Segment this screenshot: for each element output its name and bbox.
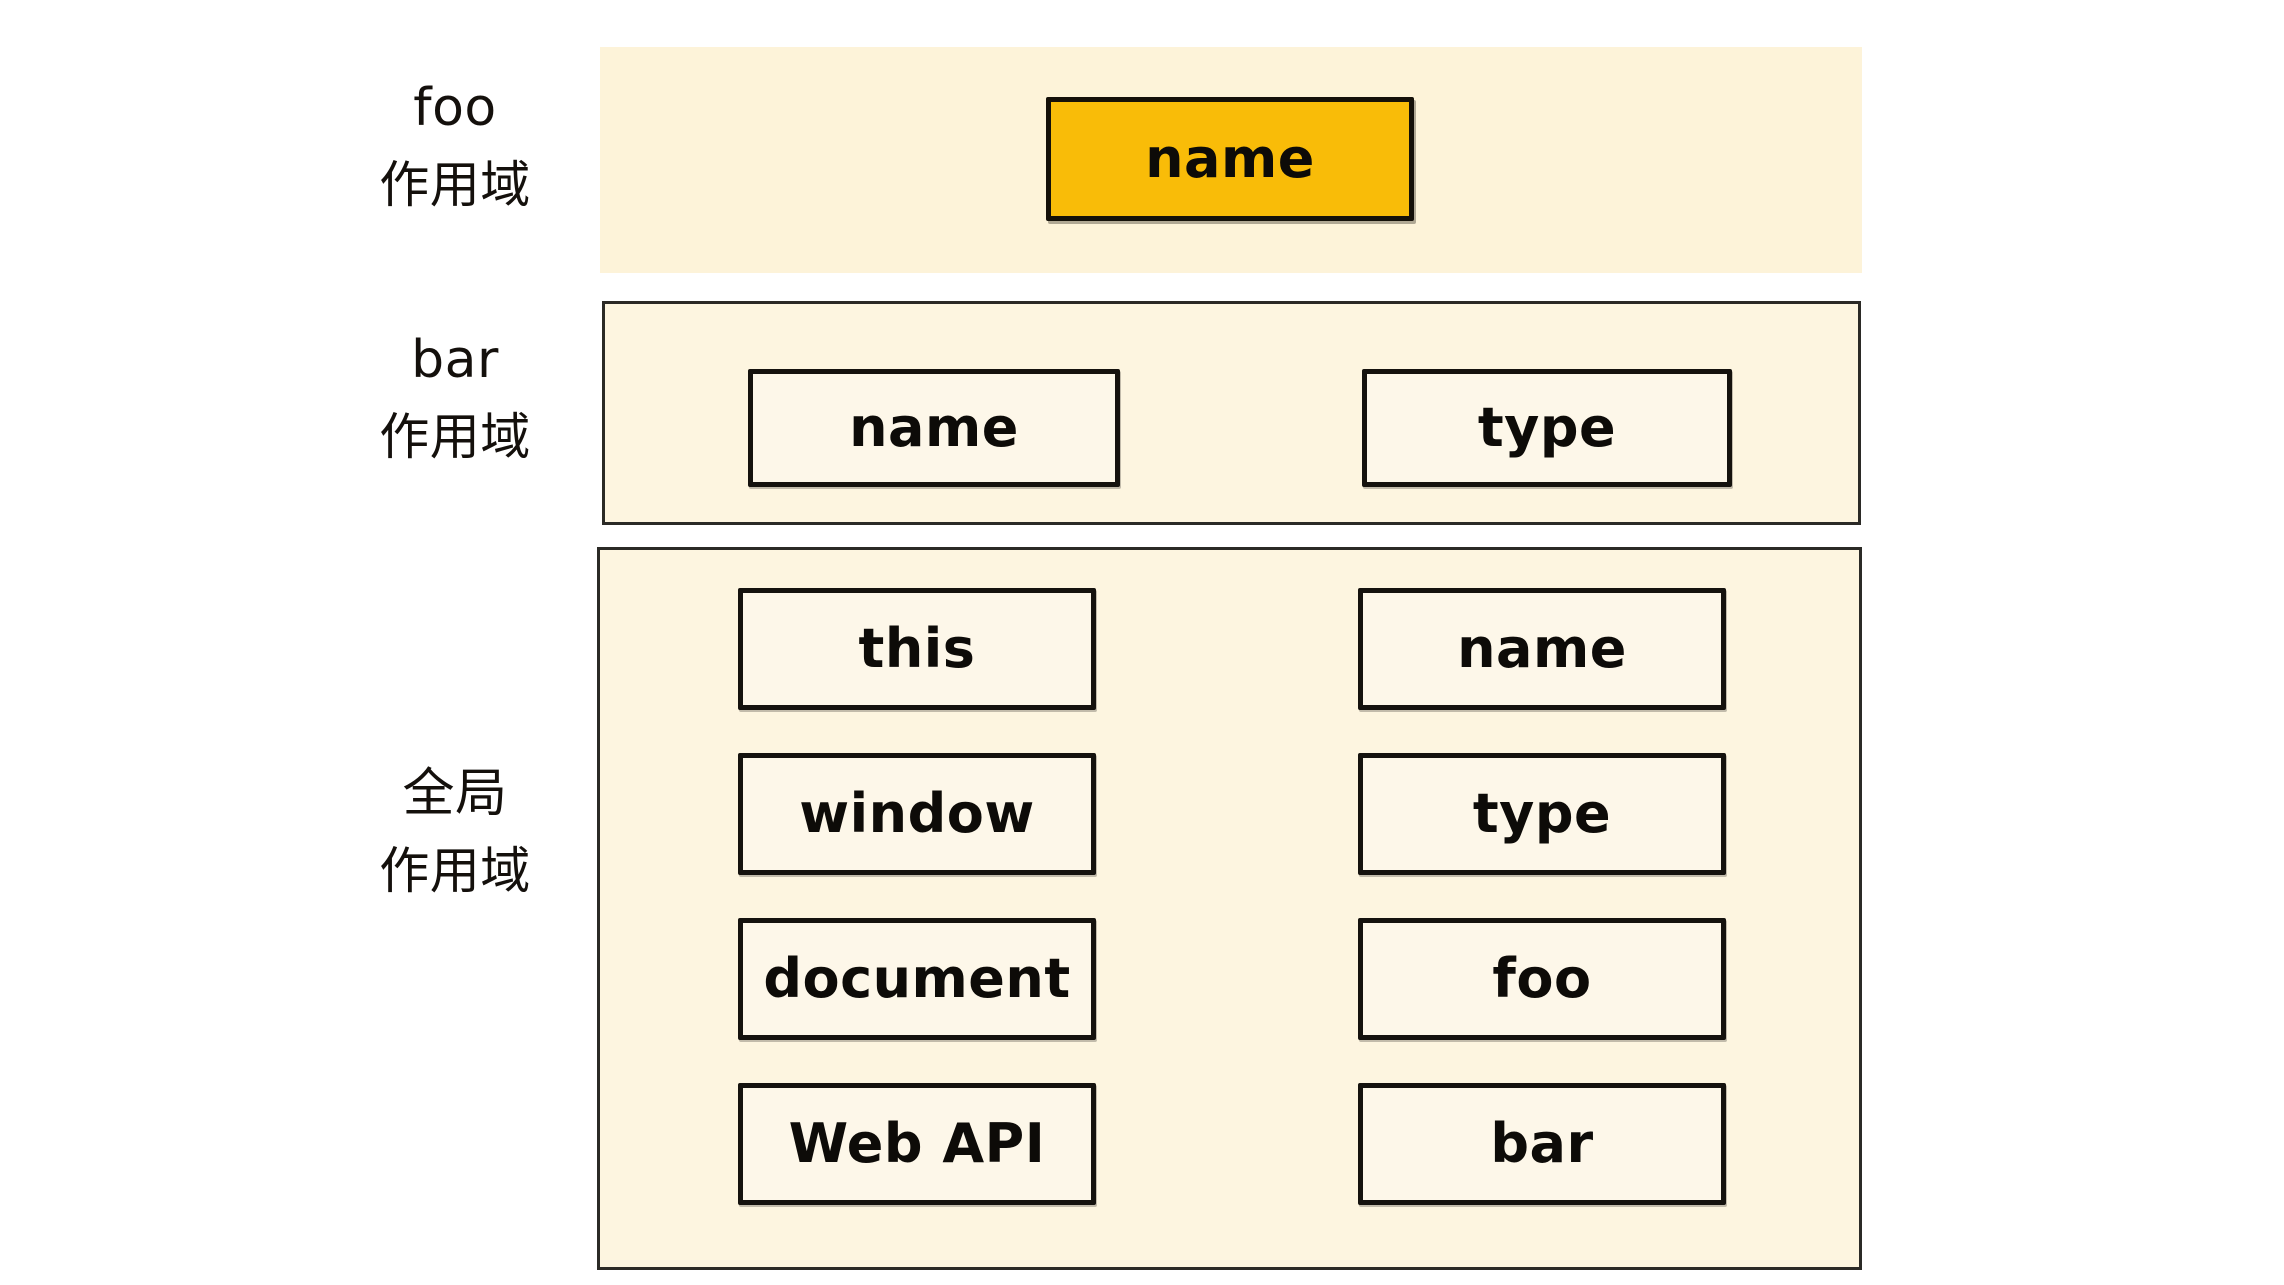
scope-label-name: bar (411, 330, 499, 390)
variable-box-label: name (849, 395, 1019, 459)
scope-label-global: 全局作用域 (330, 760, 580, 905)
variable-box-global-web-api[interactable]: Web API (738, 1083, 1096, 1205)
scope-label-suffix: 作用域 (379, 155, 531, 214)
variable-box-label: type (1477, 395, 1617, 459)
variable-box-label: document (763, 946, 1071, 1010)
variable-box-global-name[interactable]: name (1358, 588, 1726, 710)
variable-box-label: this (858, 616, 976, 680)
scope-label-bar: bar 作用域 (330, 326, 580, 471)
variable-box-global-document[interactable]: document (738, 918, 1096, 1040)
variable-box-bar-name[interactable]: name (748, 369, 1120, 487)
variable-box-label: window (799, 781, 1035, 845)
variable-box-foo-name[interactable]: name (1046, 97, 1414, 221)
variable-box-label: name (1145, 126, 1315, 190)
variable-box-label: type (1472, 781, 1612, 845)
scope-label-suffix: 作用域 (379, 841, 531, 900)
variable-box-label: Web API (788, 1111, 1046, 1175)
variable-box-global-foo[interactable]: foo (1358, 918, 1726, 1040)
scope-label-name: foo (413, 78, 497, 138)
variable-box-global-type[interactable]: type (1358, 753, 1726, 875)
variable-box-bar-type[interactable]: type (1362, 369, 1732, 487)
variable-box-global-this[interactable]: this (738, 588, 1096, 710)
scope-label-foo: foo 作用域 (330, 74, 580, 219)
variable-box-global-bar[interactable]: bar (1358, 1083, 1726, 1205)
variable-box-label: bar (1490, 1111, 1594, 1175)
variable-box-global-window[interactable]: window (738, 753, 1096, 875)
scope-label-name: 全局 (402, 764, 508, 824)
variable-box-label: name (1457, 616, 1627, 680)
variable-box-label: foo (1492, 946, 1592, 1010)
scope-label-suffix: 作用域 (379, 407, 531, 466)
